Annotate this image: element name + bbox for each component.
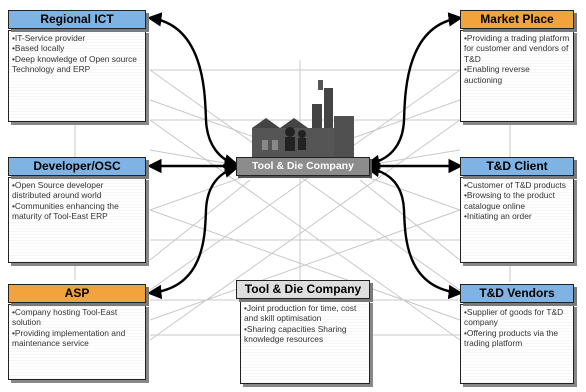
node-tool-die-company-body: •Joint production for time, cost and ski… xyxy=(240,300,370,384)
node-item: •Joint production for time, cost and ski… xyxy=(244,303,357,324)
node-regional-ict-body: •IT-Service provider •Based locally •Dee… xyxy=(8,30,146,122)
node-developer-osc-title: Developer/OSC xyxy=(8,157,146,176)
factory-icon xyxy=(252,80,354,158)
node-td-vendors: •Supplier of goods for T&D company •Offe… xyxy=(460,284,574,384)
node-td-client: •Customer of T&D products •Browsing to t… xyxy=(460,157,574,263)
node-tool-die-company: •Joint production for time, cost and ski… xyxy=(236,280,370,384)
main-arrows xyxy=(147,12,463,300)
node-asp-title: ASP xyxy=(8,284,146,303)
node-td-vendors-body: •Supplier of goods for T&D company •Offe… xyxy=(460,304,574,384)
node-item: •Based locally xyxy=(12,43,65,54)
node-market-place: •Providing a trading platform for custom… xyxy=(460,10,574,122)
node-item: •Offering products via the trading platf… xyxy=(464,327,559,349)
node-asp: •Company hosting Tool-East solution •Pro… xyxy=(8,284,146,380)
node-developer-osc: •Open Source developer distributed aroun… xyxy=(8,157,146,263)
node-regional-ict-title: Regional ICT xyxy=(8,10,146,29)
node-tool-die-company-title: Tool & Die Company xyxy=(236,280,370,299)
node-developer-osc-body: •Open Source developer distributed aroun… xyxy=(8,177,146,263)
node-item: •Open Source developer distributed aroun… xyxy=(12,180,104,201)
node-item: •Providing implementation and maintenanc… xyxy=(12,327,126,349)
node-asp-body: •Company hosting Tool-East solution •Pro… xyxy=(8,304,146,380)
node-td-client-body: •Customer of T&D products •Browsing to t… xyxy=(460,177,574,263)
node-market-place-title: Market Place xyxy=(460,10,574,29)
node-item: •IT-Service provider xyxy=(12,33,86,43)
node-item: •Supplier of goods for T&D company xyxy=(464,307,564,328)
node-regional-ict: •IT-Service provider •Based locally •Dee… xyxy=(8,10,146,122)
node-item: •Providing a trading platform for custom… xyxy=(464,33,570,64)
center-label: Tool & Die Company xyxy=(236,157,370,176)
node-item: •Enabling reverse auctioning xyxy=(464,64,530,85)
node-item: •Company hosting Tool-East solution xyxy=(12,307,118,328)
node-market-place-body: •Providing a trading platform for custom… xyxy=(460,30,574,122)
node-item: •Deep knowledge of Open source Technolog… xyxy=(12,53,137,75)
node-item: •Initiating an order xyxy=(464,211,532,222)
node-td-vendors-title: T&D Vendors xyxy=(460,284,574,303)
node-item: •Customer of T&D products xyxy=(464,180,566,190)
node-item: •Communities enhancing the maturity of T… xyxy=(12,200,119,222)
node-item: •Sharing capacities Sharing knowledge re… xyxy=(244,323,347,345)
node-item: •Browsing to the product catalogue onlin… xyxy=(464,190,555,211)
node-td-client-title: T&D Client xyxy=(460,157,574,176)
